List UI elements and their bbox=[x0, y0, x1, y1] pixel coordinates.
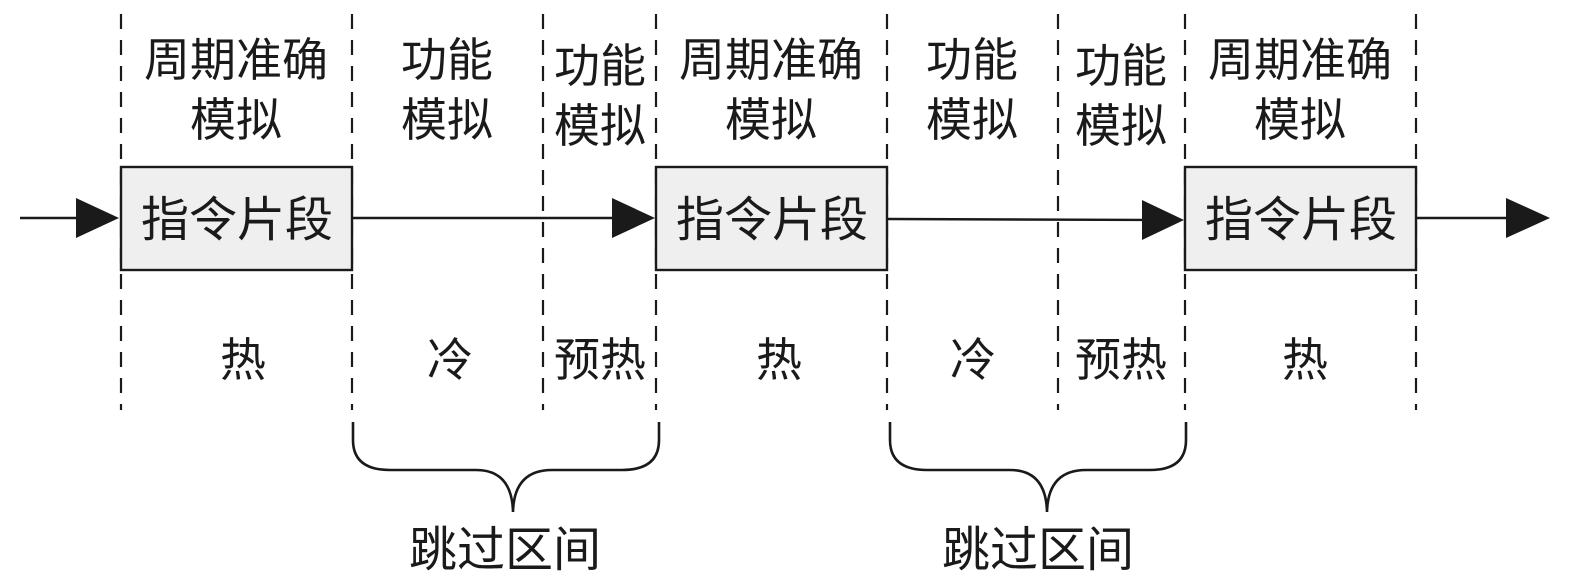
temperature-labels: 热 冷 预热 热 冷 预热 热 bbox=[220, 333, 1328, 387]
instruction-block-1 bbox=[119, 165, 354, 272]
flow-arrows bbox=[20, 198, 1550, 240]
skip-interval-1-label: 跳过区间 bbox=[409, 522, 601, 578]
segment-5-mode-line-1: 功能 bbox=[926, 33, 1018, 87]
segment-6-mode-line-1: 功能 bbox=[1075, 39, 1167, 93]
skip-interval-2-label: 跳过区间 bbox=[942, 522, 1134, 578]
segment-6-temperature: 预热 bbox=[1075, 333, 1167, 387]
segment-2-mode-line-2: 模拟 bbox=[401, 93, 493, 147]
flow-line-2 bbox=[886, 217, 1149, 222]
segment-5-temperature: 冷 bbox=[950, 333, 996, 387]
segment-7-mode-line-2: 模拟 bbox=[1254, 93, 1346, 147]
segment-4-mode-line-1: 周期准确 bbox=[679, 33, 863, 87]
segment-2-mode-line-1: 功能 bbox=[401, 33, 493, 87]
segment-1-temperature: 热 bbox=[220, 333, 266, 387]
instruction-block-1-label: 指令片段 bbox=[141, 192, 333, 248]
segment-1-mode-line-1: 周期准确 bbox=[144, 33, 328, 87]
skip-interval-brace-1 bbox=[351, 422, 661, 513]
segment-4-temperature: 热 bbox=[756, 333, 802, 387]
skip-intervals: 跳过区间 跳过区间 bbox=[351, 422, 1188, 578]
instruction-block-3-label: 指令片段 bbox=[1205, 192, 1397, 248]
segment-boundaries bbox=[119, 14, 1418, 410]
segment-7-temperature: 热 bbox=[1282, 333, 1328, 387]
arrowhead-1 bbox=[612, 198, 655, 238]
segment-2-temperature: 冷 bbox=[427, 333, 473, 387]
instruction-block-3 bbox=[1183, 165, 1418, 272]
segment-3-mode-line-1: 功能 bbox=[554, 39, 646, 93]
instruction-blocks: 指令片段 指令片段 指令片段 bbox=[119, 165, 1418, 272]
segment-3-mode-line-2: 模拟 bbox=[554, 99, 646, 153]
instruction-block-2 bbox=[654, 165, 889, 272]
segment-4-mode-line-2: 模拟 bbox=[725, 93, 817, 147]
incoming-arrowhead bbox=[76, 198, 119, 238]
mode-labels: 周期准确 模拟 功能 模拟 功能 模拟 周期准确 模拟 功能 模拟 功能 模拟 … bbox=[144, 33, 1392, 153]
segment-3-temperature: 预热 bbox=[554, 333, 646, 387]
segment-1-mode-line-2: 模拟 bbox=[190, 93, 282, 147]
segment-5-mode-line-2: 模拟 bbox=[926, 93, 1018, 147]
segment-7-mode-line-1: 周期准确 bbox=[1208, 33, 1392, 87]
arrowhead-2 bbox=[1142, 200, 1184, 240]
skip-interval-brace-2 bbox=[888, 422, 1188, 513]
instruction-block-2-label: 指令片段 bbox=[676, 192, 868, 248]
outgoing-arrowhead bbox=[1506, 198, 1550, 238]
segment-6-mode-line-2: 模拟 bbox=[1075, 99, 1167, 153]
